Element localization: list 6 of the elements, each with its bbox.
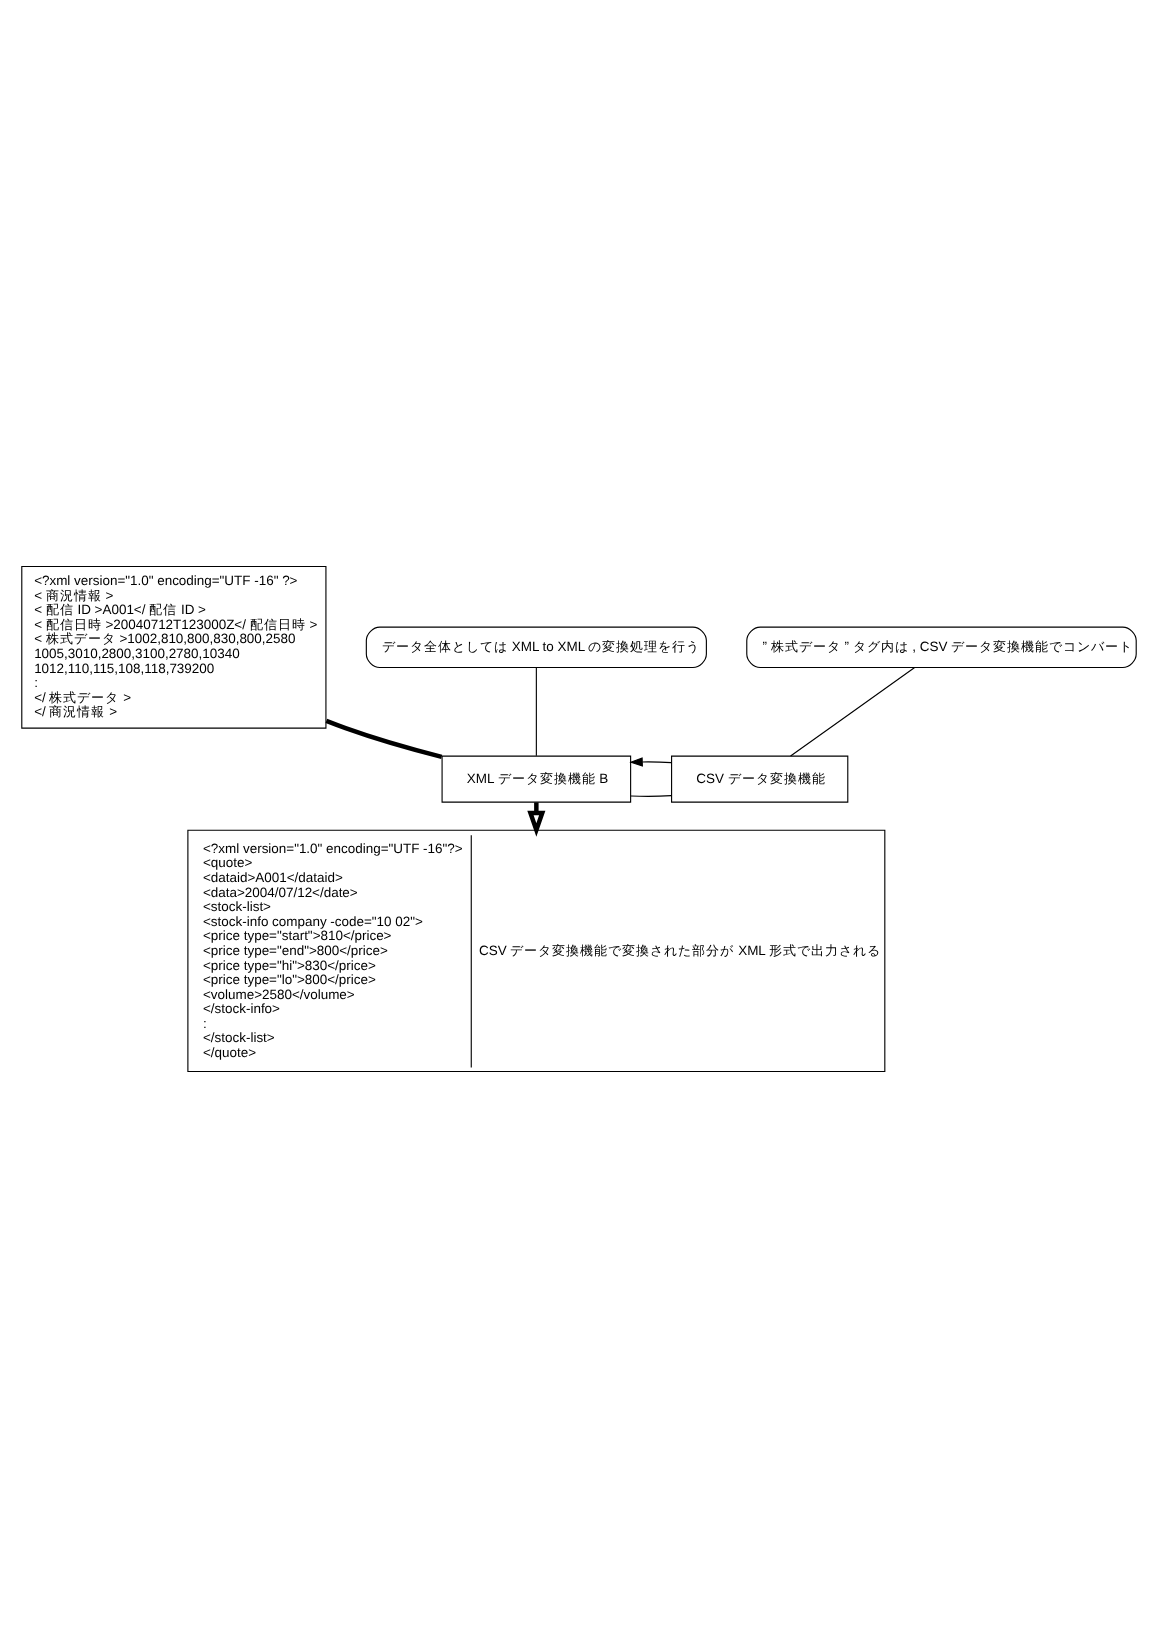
connector (535, 666, 537, 756)
connector (325, 717, 443, 758)
arrow (527, 801, 546, 836)
connector (630, 794, 672, 796)
connector (790, 666, 916, 756)
arrow (629, 756, 672, 766)
